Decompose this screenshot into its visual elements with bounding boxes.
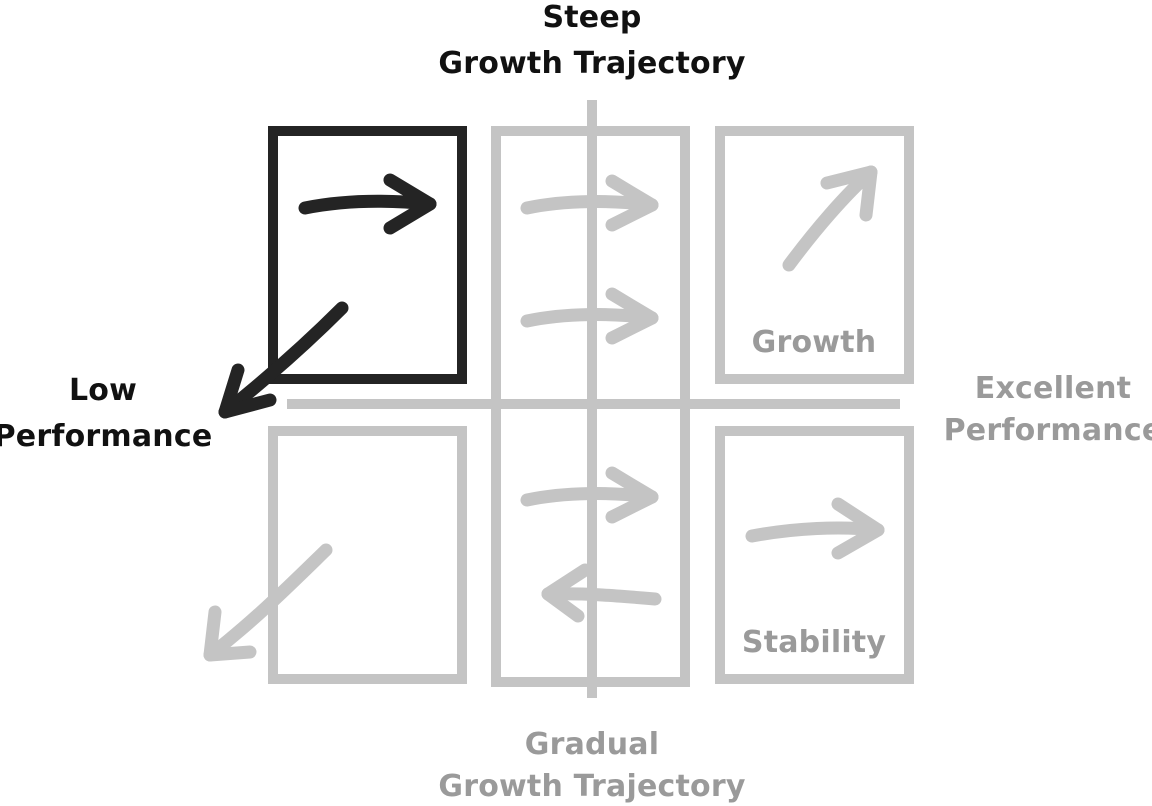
- cell-top-right: [715, 126, 914, 384]
- left-axis-label-line2: Performance: [0, 419, 212, 454]
- left-axis-label-line1: Low: [69, 373, 137, 408]
- right-axis-label-line2: Performance: [944, 413, 1152, 448]
- arrow-stability-right: [745, 497, 885, 560]
- arrow-up-right: [782, 165, 878, 272]
- growth-cell-label: Growth: [752, 325, 877, 360]
- right-axis-label-line1: Excellent: [975, 371, 1131, 406]
- arrow-right-highlighted: [298, 173, 437, 235]
- arrow-down-left-muted: [203, 543, 333, 662]
- top-axis-label-line1: Steep: [542, 0, 641, 35]
- arrow-down-left-highlighted: [218, 301, 349, 419]
- bottom-axis-label-line2: Growth Trajectory: [438, 769, 745, 804]
- arrow-left-1: [541, 563, 662, 623]
- arrow-right-2: [520, 287, 659, 345]
- arrow-right-3: [520, 466, 659, 524]
- stability-cell-label: Stability: [742, 625, 886, 660]
- bottom-axis-label-line1: Gradual: [525, 727, 659, 762]
- arrow-right-1: [520, 174, 659, 232]
- cell-bottom-right: [715, 426, 914, 684]
- cell-top-middle: [491, 126, 690, 687]
- cell-bottom-left: [268, 426, 467, 684]
- top-axis-label-line2: Growth Trajectory: [438, 46, 745, 81]
- cell-top-left-highlighted: [268, 126, 467, 384]
